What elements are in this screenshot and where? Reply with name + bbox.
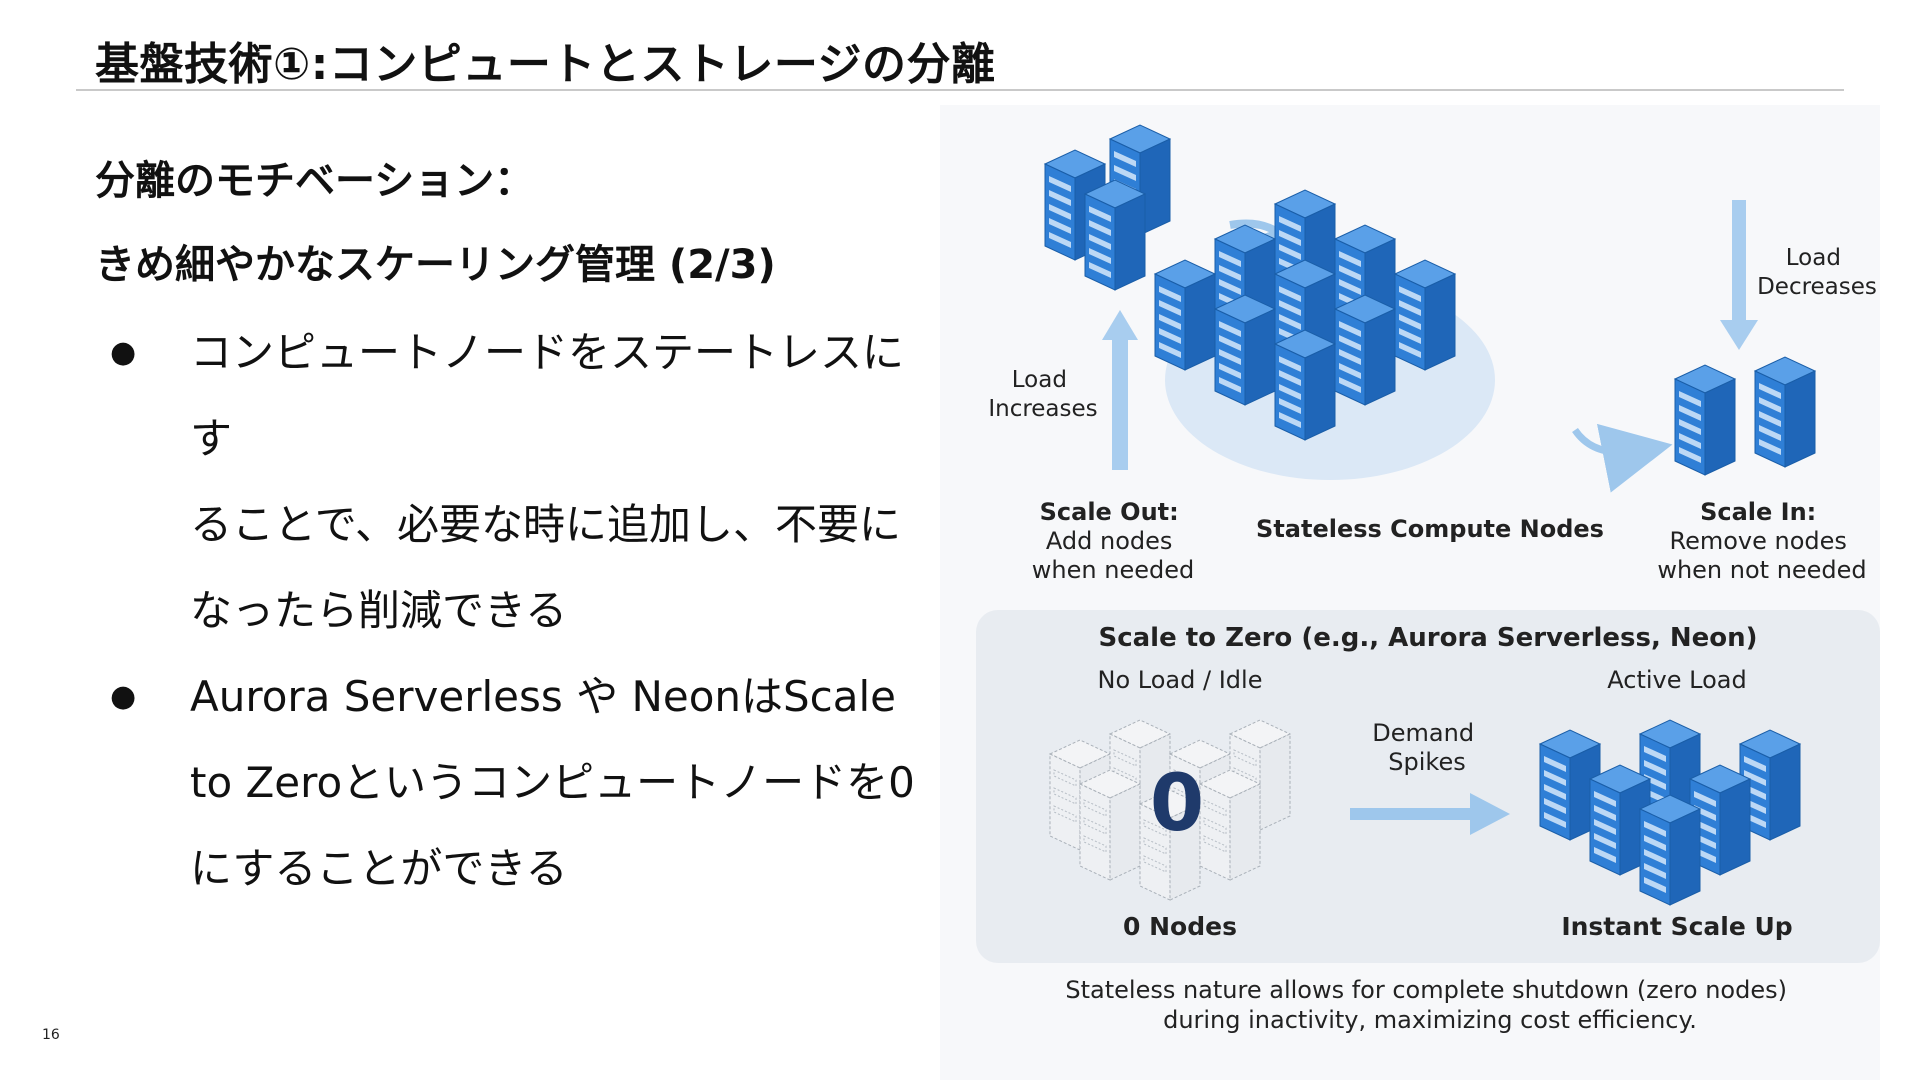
- bullet-line: なったら削減できる: [190, 586, 568, 635]
- stateless-nodes-label: Stateless Compute Nodes: [1256, 515, 1604, 543]
- page-number: 16: [42, 1027, 60, 1043]
- bullet-line: コンピュートノードをステートレスにす: [190, 328, 905, 463]
- zero-nodes-label: 0 Nodes: [1123, 912, 1237, 941]
- subtitle-motivation: 分離のモチベーション：: [95, 158, 535, 204]
- arrow-icon: [1572, 423, 1673, 493]
- bullet-line: ることで、必要な時に追加し、不要に: [190, 500, 902, 549]
- instant-scale-up-label: Instant Scale Up: [1561, 912, 1792, 941]
- scale-out-label: Scale Out: Add nodes when needed: [1032, 498, 1194, 584]
- no-load-label: No Load / Idle: [1098, 666, 1263, 694]
- subtitle-scaling: きめ細やかなスケーリング管理 (2/3): [95, 242, 776, 288]
- load-decrease-arrow: [1720, 200, 1758, 350]
- bullet-item: ● コンピュートノードをステートレスにす ることで、必要な時に追加し、不要に な…: [110, 310, 940, 654]
- scaling-diagram: Load Increases Load Decreases: [940, 105, 1880, 1080]
- load-decreases-label: Load Decreases: [1757, 245, 1877, 300]
- figure-caption: Stateless nature allows for complete shu…: [1065, 976, 1794, 1034]
- demand-spikes-label: Demand Spikes: [1372, 719, 1481, 776]
- bullet-item: ● Aurora Serverless や NeonはScale to Zero…: [110, 654, 940, 912]
- bullet-dot: ●: [110, 335, 137, 370]
- bullet-text: Aurora Serverless や NeonはScale to Zeroとい…: [190, 654, 940, 912]
- title-divider: [76, 89, 1844, 91]
- scale-in-label: Scale In: Remove nodes when not needed: [1657, 498, 1866, 584]
- zero-digit: 0: [1150, 759, 1204, 849]
- bullet-list: ● コンピュートノードをステートレスにす ることで、必要な時に追加し、不要に な…: [110, 310, 940, 912]
- bullet-text: コンピュートノードをステートレスにす ることで、必要な時に追加し、不要に なった…: [190, 310, 940, 654]
- scale-to-zero-title: Scale to Zero (e.g., Aurora Serverless, …: [1098, 623, 1757, 653]
- demand-arrow: [1350, 793, 1510, 835]
- bullet-line: にすることができる: [190, 844, 568, 893]
- scaling-diagram-svg: Load Increases Load Decreases: [976, 124, 1880, 1034]
- bullet-line: Aurora Serverless や NeonはScale: [190, 672, 897, 721]
- active-load-label: Active Load: [1607, 666, 1746, 694]
- bullet-line: to Zeroというコンピュートノードを0: [190, 758, 915, 807]
- bullet-dot: ●: [110, 679, 137, 714]
- load-increases-label: Load Increases: [988, 367, 1097, 422]
- load-increase-arrow: [1102, 310, 1138, 470]
- server-rack-icon: [1044, 124, 1171, 291]
- slide-title: 基盤技術①:コンピュートとストレージの分離: [95, 39, 996, 90]
- server-rack-icon: [1674, 356, 1816, 476]
